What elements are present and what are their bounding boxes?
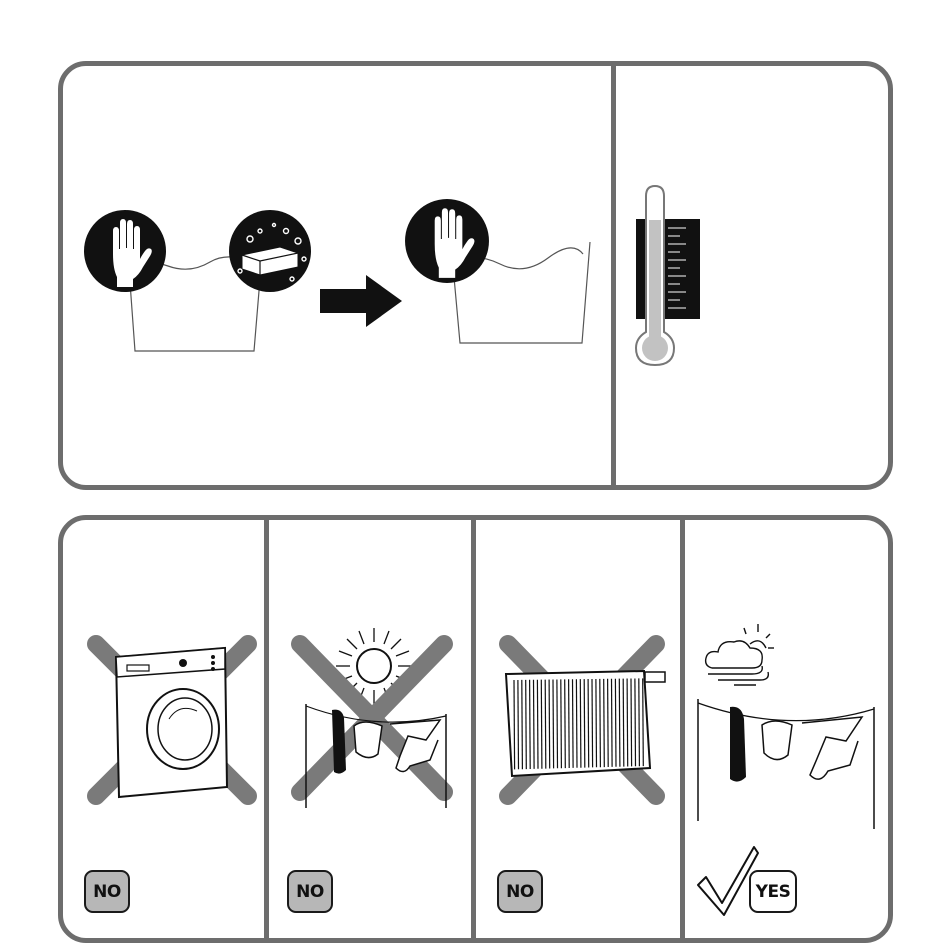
- cloud-wind-sun-icon: [704, 622, 776, 688]
- hand-icon: [404, 198, 490, 284]
- no-badge: NO: [84, 870, 130, 913]
- radiator-icon: [500, 668, 670, 780]
- washing-machine-icon: [113, 645, 231, 800]
- bottom-divider-2: [471, 520, 476, 938]
- clothesline-icon: [692, 695, 882, 835]
- bottom-divider-1: [264, 520, 269, 938]
- thermometer-icon: [634, 184, 704, 369]
- bottom-divider-3: [680, 520, 685, 938]
- yes-badge: YES: [749, 870, 797, 913]
- clothesline-icon: [300, 700, 452, 810]
- no-badge: NO: [287, 870, 333, 913]
- no-badge: NO: [497, 870, 543, 913]
